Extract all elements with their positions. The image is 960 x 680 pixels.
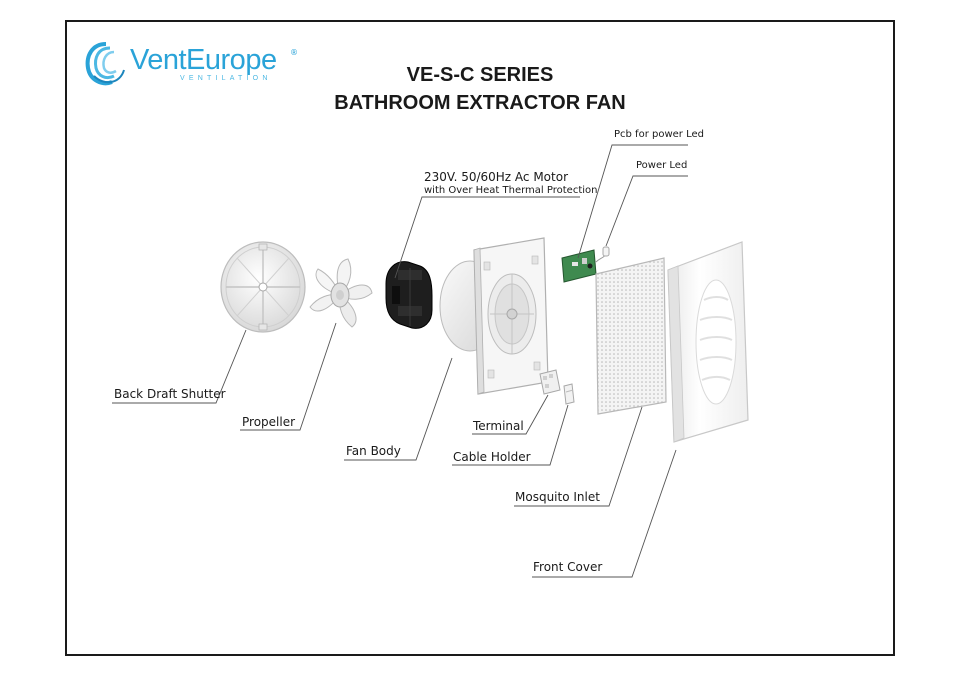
brand-tagline: VENTILATION: [180, 75, 272, 82]
fan-body-part: [439, 237, 549, 395]
leader-power-led: [605, 175, 688, 247]
power-led-part: [602, 246, 610, 257]
leader-back-draft-shutter: [112, 329, 247, 404]
fan-body-label: Fan Body: [346, 444, 401, 458]
terminal-part: [539, 369, 561, 395]
leader-cable-holder: [452, 404, 569, 466]
pcb-label: Pcb for power Led: [614, 129, 704, 140]
mosquito-inlet-part: [595, 257, 667, 415]
leader-pcb: [577, 144, 688, 259]
leader-terminal: [472, 394, 549, 435]
leader-motor: [394, 196, 580, 279]
leader-lines: [112, 144, 688, 578]
mosquito-inlet-label: Mosquito Inlet: [515, 490, 600, 504]
leader-front-cover: [532, 449, 677, 578]
leader-mosquito-inlet: [514, 406, 643, 507]
propeller-part: [309, 258, 373, 328]
registered-mark: ®: [290, 48, 298, 57]
leader-propeller: [240, 322, 337, 431]
swirl-logo-icon: [85, 42, 125, 86]
leader-fan-body: [344, 357, 453, 461]
terminal-label: Terminal: [473, 419, 524, 433]
front-cover-part: [667, 241, 749, 443]
diagram-frame: [65, 20, 895, 656]
front-cover-label: Front Cover: [533, 560, 603, 574]
cable-holder-label: Cable Holder: [453, 450, 531, 464]
propeller-label: Propeller: [242, 415, 296, 429]
motor-part: [385, 261, 433, 329]
back-draft-shutter-label: Back Draft Shutter: [114, 387, 226, 401]
back-draft-shutter-part: [220, 241, 306, 333]
series-title: VE-S-C SERIES: [406, 64, 554, 86]
brand-logo: VentEurope ® VENTILATION: [84, 40, 304, 88]
motor-label: 230V. 50/60Hz Ac Motor: [424, 170, 568, 184]
brand-name: VentEurope: [130, 44, 277, 76]
power-led-label: Power Led: [636, 160, 688, 171]
cable-holder-part: [563, 383, 575, 405]
motor-sublabel: with Over Heat Thermal Protection: [424, 185, 598, 196]
product-title: BATHROOM EXTRACTOR FAN: [334, 92, 626, 114]
